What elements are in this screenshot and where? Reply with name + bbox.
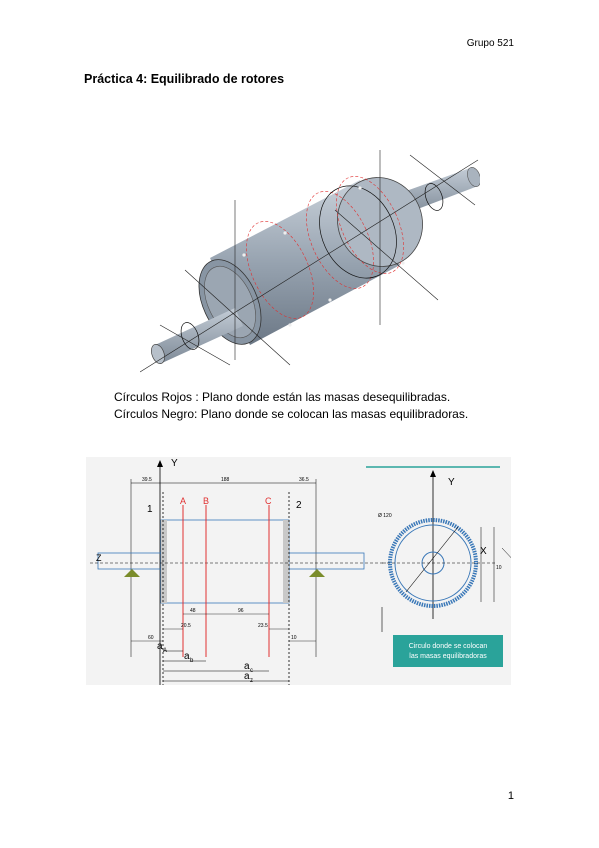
note-box <box>393 635 503 667</box>
mid-dim-1: 48 <box>190 608 196 614</box>
left-y-axis: Y <box>157 458 178 685</box>
distance-a-label: a <box>157 641 163 652</box>
page-number: 1 <box>507 790 514 802</box>
diameter-label: Ø 120 <box>378 513 392 519</box>
note-line-2: las masas equilibradoras <box>409 653 487 660</box>
distance-a-sub: A <box>163 648 167 654</box>
right-y-axis: Y <box>430 470 455 619</box>
low-dim-2: 23.5 <box>258 623 268 629</box>
side-dim-label: 10 <box>496 565 502 571</box>
distance-c-label: a <box>244 661 250 672</box>
distance-b-sub: b <box>190 658 194 664</box>
right-support <box>309 569 325 577</box>
edge-dim-2: 10 <box>291 635 297 641</box>
top-dimension-line <box>130 479 317 657</box>
balance-plane-lines <box>162 492 290 685</box>
caption-red-circles: Círculos Rojos : Plano donde están las m… <box>114 390 451 404</box>
mid-dim-2: 96 <box>238 608 244 614</box>
inner-dimension-lines <box>131 613 316 642</box>
z-axis-label: Z <box>96 553 102 563</box>
black-balance-planes <box>180 183 444 350</box>
plane-label-b: B <box>203 496 209 506</box>
circular-section-view <box>381 518 511 632</box>
construction-lines <box>139 150 479 373</box>
plane-label-2: 2 <box>296 500 302 511</box>
left-support <box>124 569 140 577</box>
plane-label-1: 1 <box>147 504 153 515</box>
note-line-1: Circulo donde se colocan <box>409 643 488 650</box>
top-dim-3: 36.5 <box>299 477 309 483</box>
technical-drawing: Y 39.5 188 36.5 Z 1 2 <box>90 458 511 685</box>
unbalance-plane-lines <box>182 505 270 657</box>
red-unbalance-planes <box>246 176 404 319</box>
page-header-group: Grupo 521 <box>466 38 514 49</box>
left-y-label: Y <box>171 458 178 469</box>
distance-arrows <box>163 650 289 682</box>
caption-black-circles: Círculos Negro: Plano donde se colocan l… <box>114 407 469 421</box>
distance-z-sub: z <box>250 678 253 684</box>
plane-label-c: C <box>265 496 272 506</box>
distance-z-label: a <box>244 671 250 682</box>
plane-label-a: A <box>180 496 186 506</box>
top-dim-1: 39.5 <box>142 477 152 483</box>
rotor-3d-drawing <box>139 150 481 373</box>
edge-dim-1: 60 <box>148 635 154 641</box>
page-title: Práctica 4: Equilibrado de rotores <box>84 72 285 86</box>
rotor-outline <box>97 519 365 604</box>
x-axis-label: X <box>480 546 487 557</box>
mass-dots <box>242 186 405 327</box>
distance-b-label: a <box>184 651 190 662</box>
right-y-label: Y <box>448 477 455 488</box>
distance-c-sub: c <box>250 668 253 674</box>
rotor-3d-figure <box>139 150 481 378</box>
low-dim-1: 20.5 <box>181 623 191 629</box>
technical-drawing-figure: Y 39.5 188 36.5 Z 1 2 <box>86 457 511 685</box>
top-dim-2: 188 <box>221 477 230 483</box>
